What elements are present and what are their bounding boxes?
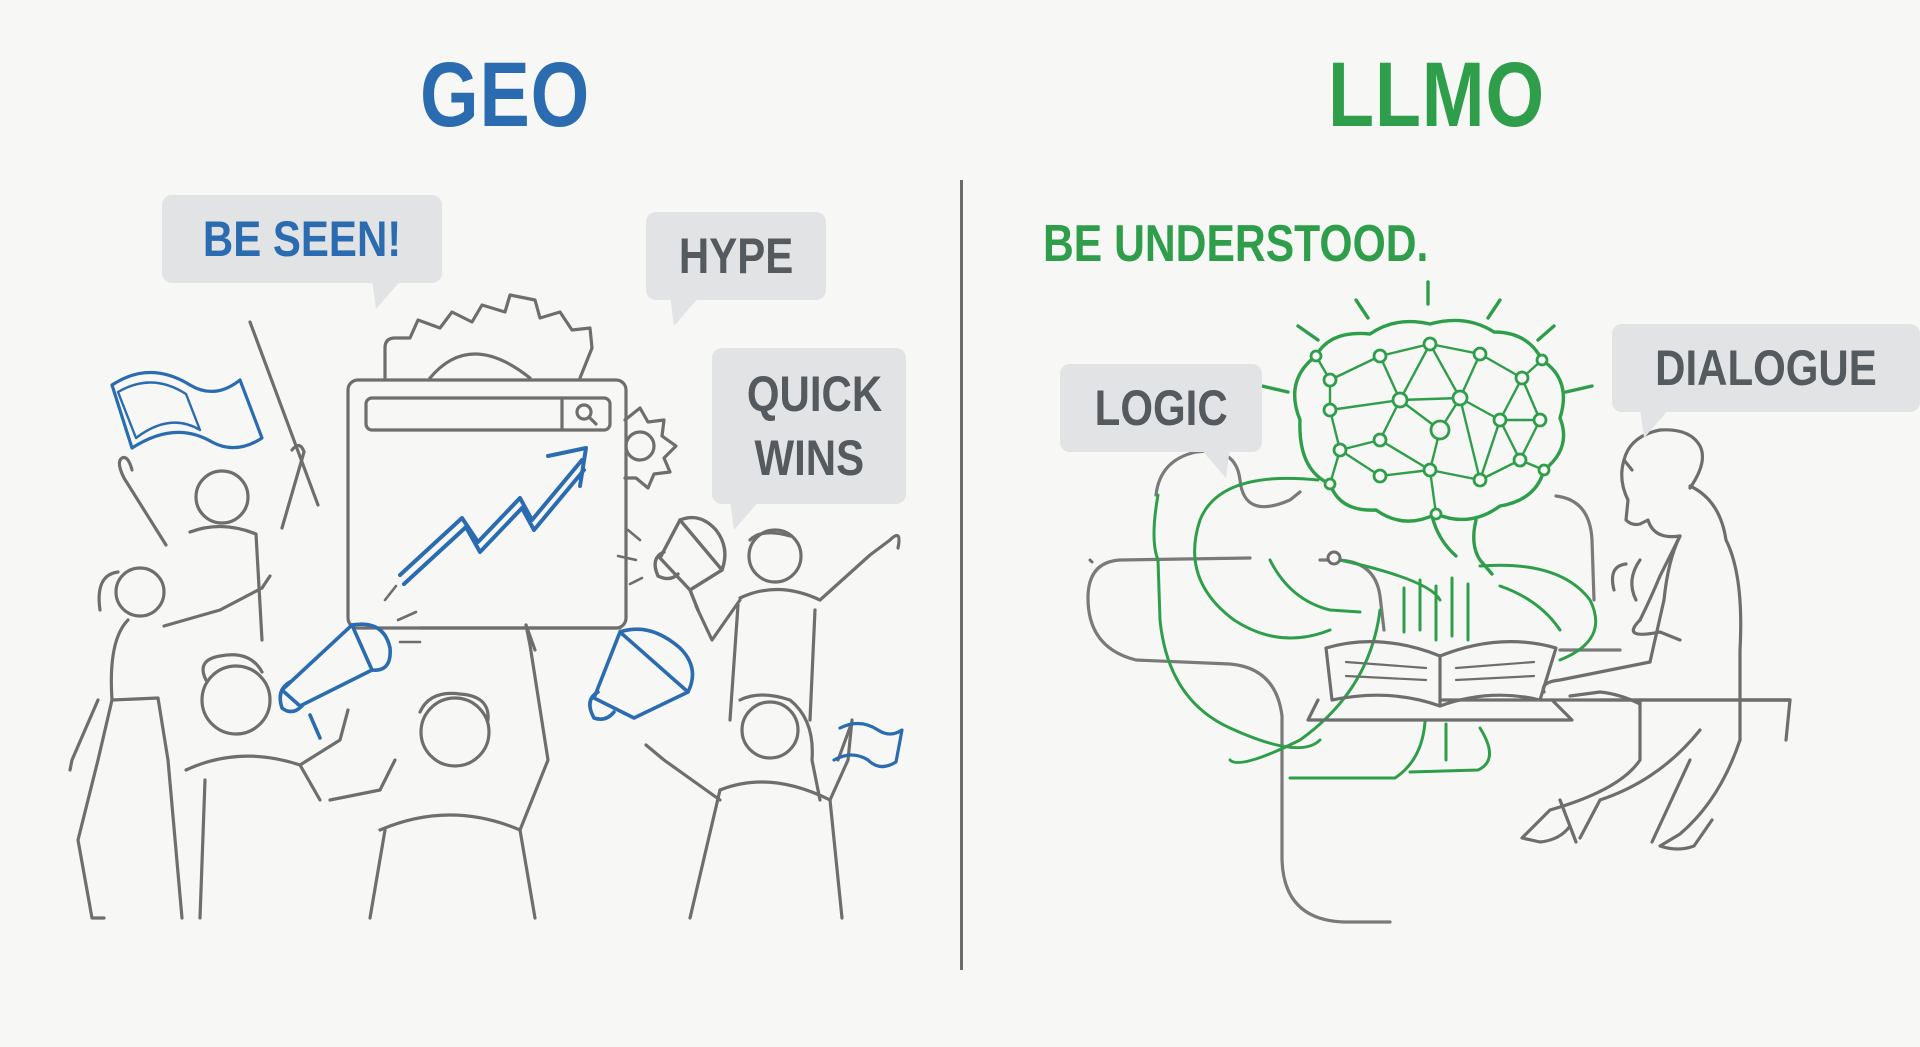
be-understood-tagline: BE UNDERSTOOD.: [1043, 215, 1429, 273]
sound-lines: [383, 584, 422, 644]
crowd-person-4: [368, 623, 550, 920]
dialogue-label: DIALOGUE: [1655, 340, 1877, 396]
search-icon: [575, 403, 598, 426]
dialogue-bubble: DIALOGUE: [1612, 324, 1920, 438]
be-seen-bubble: BE SEEN!: [162, 195, 443, 309]
search-window: [346, 378, 628, 630]
quick-wins-label-line2: WINS: [754, 430, 864, 486]
brain-rays: [1260, 280, 1594, 394]
flag-icon-2: [832, 720, 904, 769]
gear-icon: [383, 293, 594, 380]
megaphone-icon: [278, 622, 392, 740]
search-bar-icon: [364, 396, 612, 432]
center-divider: [960, 180, 963, 970]
thinking-person-icon: [1520, 428, 1792, 851]
flowing-green-lines: [1152, 476, 1598, 780]
hype-bubble: HYPE: [646, 212, 827, 326]
quick-wins-bubble: QUICK WINS: [712, 348, 906, 530]
logic-bubble: LOGIC: [1060, 364, 1263, 478]
llmo-heading: LLMO: [1328, 44, 1545, 146]
hype-label: HYPE: [678, 228, 794, 284]
geo-heading: GEO: [420, 44, 591, 146]
open-book-icon: [1306, 640, 1574, 722]
crowd-person-3: [184, 653, 397, 920]
megaphone-icon-3: [653, 515, 727, 612]
trend-arrow-icon: [398, 446, 588, 586]
quick-wins-label-line1: QUICK: [746, 366, 883, 422]
book-rays: [1402, 576, 1470, 642]
be-seen-label: BE SEEN!: [202, 211, 402, 267]
crowd-person-1: [117, 443, 306, 642]
megaphone-icon-2: [588, 627, 695, 721]
brain-network-icon: [1292, 318, 1566, 576]
logic-label: LOGIC: [1094, 380, 1228, 436]
crowd-person-2: [68, 566, 272, 920]
network-nodes: [1309, 336, 1551, 521]
flag-icon: [110, 320, 320, 507]
crowd-person-5: [694, 528, 901, 722]
crowd-person-6: [644, 693, 854, 920]
line-node: [1326, 550, 1342, 566]
